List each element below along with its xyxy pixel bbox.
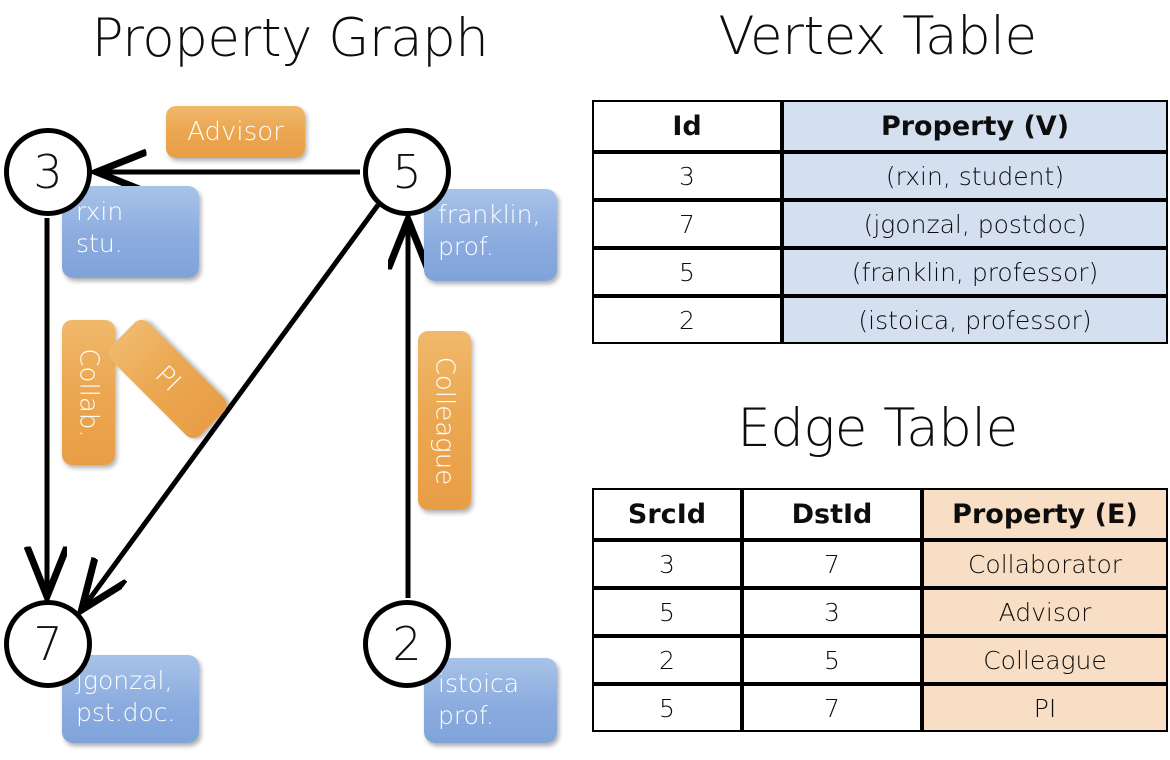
edge-cell-property: Colleague — [922, 636, 1168, 684]
edge-arrow-5-to-7 — [83, 203, 381, 608]
table-row: 2 5 Colleague — [592, 636, 1168, 684]
edge-cell-dst: 5 — [742, 636, 922, 684]
property-graph-diagram: Advisor Collab. PI Colleague rxin stu. f… — [0, 0, 580, 760]
table-row: 2 (istoica, professor) — [592, 296, 1168, 344]
edge-label-collab: Collab. — [62, 320, 115, 465]
vertex-table-header-property: Property (V) — [782, 100, 1168, 152]
page-title-edge-table: Edge Table — [737, 398, 1018, 459]
edge-label-colleague-text: Colleague — [429, 356, 460, 485]
graph-node-5: 5 — [363, 128, 451, 216]
edge-label-collab-text: Collab. — [73, 347, 104, 438]
edge-label-colleague: Colleague — [418, 331, 471, 510]
page-title-vertex-table: Vertex Table — [718, 6, 1037, 67]
edge-table-header-srcid: SrcId — [592, 488, 742, 540]
edge-cell-property: Advisor — [922, 588, 1168, 636]
edge-cell-dst: 3 — [742, 588, 922, 636]
graph-node-7: 7 — [4, 600, 92, 688]
table-row: 5 3 Advisor — [592, 588, 1168, 636]
node-property-box-3: rxin stu. — [62, 186, 199, 278]
graph-node-3: 3 — [4, 128, 92, 216]
edge-label-advisor: Advisor — [166, 106, 305, 158]
edge-label-advisor-text: Advisor — [187, 117, 284, 147]
edge-table: SrcId DstId Property (E) 3 7 Collaborato… — [592, 488, 1168, 732]
vertex-cell-id: 7 — [592, 200, 782, 248]
edge-cell-src: 5 — [592, 588, 742, 636]
edge-cell-src: 2 — [592, 636, 742, 684]
edge-cell-src: 5 — [592, 684, 742, 732]
page-title-property-graph: Property Graph — [91, 8, 489, 69]
vertex-table-header-row: Id Property (V) — [592, 100, 1168, 152]
vertex-cell-property: (istoica, professor) — [782, 296, 1168, 344]
vertex-cell-property: (jgonzal, postdoc) — [782, 200, 1168, 248]
edge-cell-src: 3 — [592, 540, 742, 588]
edge-table-header-dstid: DstId — [742, 488, 922, 540]
table-row: 3 7 Collaborator — [592, 540, 1168, 588]
vertex-table: Id Property (V) 3 (rxin, student) 7 (jgo… — [592, 100, 1168, 344]
edge-label-pi-text: PI — [148, 360, 187, 398]
vertex-cell-id: 5 — [592, 248, 782, 296]
vertex-cell-property: (rxin, student) — [782, 152, 1168, 200]
edge-cell-property: Collaborator — [922, 540, 1168, 588]
node-property-box-5: franklin, prof. — [424, 189, 557, 281]
table-row: 7 (jgonzal, postdoc) — [592, 200, 1168, 248]
edge-table-header-row: SrcId DstId Property (E) — [592, 488, 1168, 540]
vertex-cell-id: 2 — [592, 296, 782, 344]
table-row: 5 (franklin, professor) — [592, 248, 1168, 296]
vertex-cell-id: 3 — [592, 152, 782, 200]
node-property-box-7: jgonzal, pst.doc. — [62, 655, 199, 743]
node-property-box-2: istoica prof. — [424, 658, 557, 743]
graph-node-2: 2 — [363, 600, 451, 688]
edge-table-header-property: Property (E) — [922, 488, 1168, 540]
table-row: 3 (rxin, student) — [592, 152, 1168, 200]
graph-edges-layer — [0, 0, 580, 760]
vertex-table-header-id: Id — [592, 100, 782, 152]
edge-cell-dst: 7 — [742, 684, 922, 732]
edge-cell-dst: 7 — [742, 540, 922, 588]
table-row: 5 7 PI — [592, 684, 1168, 732]
vertex-cell-property: (franklin, professor) — [782, 248, 1168, 296]
edge-cell-property: PI — [922, 684, 1168, 732]
